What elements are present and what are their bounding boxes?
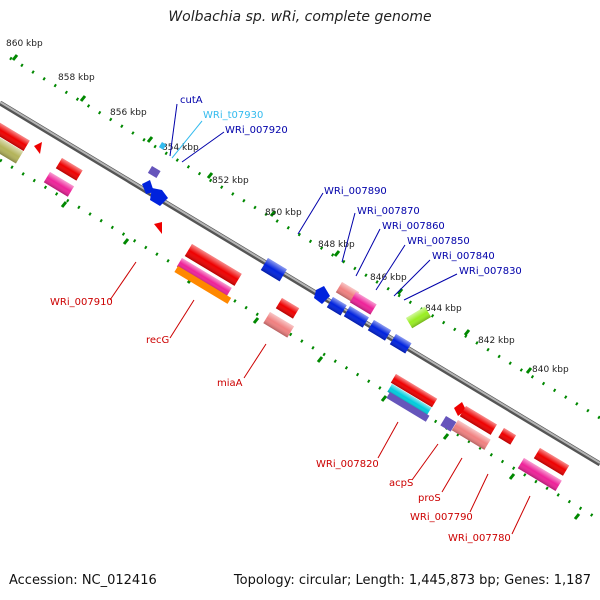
gene-780-red bbox=[533, 448, 570, 476]
gene-820-red bbox=[390, 374, 438, 408]
gene-blue-b bbox=[150, 188, 168, 206]
label-WRi_007780: WRi_007780 bbox=[448, 533, 511, 544]
gene-features bbox=[0, 118, 570, 491]
tick-label-852: 852 kbp bbox=[212, 176, 249, 186]
gene-miaA-salmon bbox=[263, 312, 295, 338]
label-WRi_007830: WRi_007830 bbox=[459, 266, 522, 277]
tick-label-858: 858 kbp bbox=[58, 73, 95, 83]
label-WRi_007910: WRi_007910 bbox=[50, 297, 113, 308]
label-WRi_007850: WRi_007850 bbox=[407, 236, 470, 247]
tick-label-860: 860 kbp bbox=[6, 39, 43, 49]
gene-820-purple bbox=[386, 392, 430, 422]
accession-text: Accession: NC_012416 bbox=[9, 573, 157, 588]
gene-790-red bbox=[498, 428, 517, 445]
label-recG: recG bbox=[146, 335, 169, 346]
leader-lines bbox=[109, 103, 531, 535]
label-WRi_007820: WRi_007820 bbox=[316, 459, 379, 470]
gene-lime bbox=[406, 306, 432, 329]
gene-left-red-1 bbox=[0, 118, 30, 151]
gene-recG-pink bbox=[176, 258, 232, 297]
label-WRi_007920: WRi_007920 bbox=[225, 125, 288, 136]
topology-text: Topology: circular; Length: 1,445,873 bp… bbox=[233, 573, 591, 588]
tick-label-850: 850 kbp bbox=[265, 208, 302, 218]
gene-red-small-2 bbox=[454, 402, 466, 416]
outer-tick-ring bbox=[9, 56, 600, 420]
gene-recG-red bbox=[184, 244, 242, 286]
gene-780-pink bbox=[517, 458, 562, 491]
tick-label-844: 844 kbp bbox=[425, 304, 462, 314]
label-WRi_007890: WRi_007890 bbox=[324, 186, 387, 197]
tick-label-840: 840 kbp bbox=[532, 365, 569, 375]
gene-left-red-arrow bbox=[34, 142, 42, 154]
label-proS: proS bbox=[418, 493, 441, 504]
label-WRi_007790: WRi_007790 bbox=[410, 512, 473, 523]
gene-left-red-2 bbox=[55, 158, 83, 181]
label-cutA: cutA bbox=[180, 95, 203, 106]
gene-blue-e bbox=[326, 297, 347, 316]
gene-blue-d bbox=[314, 286, 330, 304]
gene-cutA bbox=[147, 166, 161, 179]
label-WRi_007870: WRi_007870 bbox=[357, 206, 420, 217]
genome-backbone-highlight bbox=[0, 101, 600, 464]
label-miaA: miaA bbox=[217, 378, 243, 389]
gene-recG-orange bbox=[174, 266, 232, 304]
tick-label-856: 856 kbp bbox=[110, 108, 147, 118]
gene-left-pink bbox=[43, 172, 75, 197]
gene-pink-g bbox=[349, 292, 377, 315]
gene-acpS-purple bbox=[440, 416, 457, 432]
label-WRi_007860: WRi_007860 bbox=[382, 221, 445, 232]
tick-label-842: 842 kbp bbox=[478, 336, 515, 346]
gene-left-olive bbox=[0, 134, 24, 164]
major-ticks bbox=[11, 54, 581, 520]
gene-small-red bbox=[154, 222, 162, 234]
label-WRi_007840: WRi_007840 bbox=[432, 251, 495, 262]
gene-blue-i bbox=[389, 334, 412, 354]
tick-label-846: 846 kbp bbox=[370, 273, 407, 283]
gene-blue-f bbox=[343, 306, 369, 328]
gene-blue-a bbox=[142, 180, 154, 194]
gene-proS-salmon bbox=[451, 420, 491, 450]
gene-820-cyan bbox=[387, 384, 432, 416]
gene-blue-h bbox=[367, 320, 392, 341]
gene-proS-red bbox=[459, 406, 497, 435]
label-WRi_t07930: WRi_t07930 bbox=[203, 110, 263, 121]
label-acpS: acpS bbox=[389, 478, 413, 489]
map-title: Wolbachia sp. wRi, complete genome bbox=[168, 9, 432, 25]
gene-blue-c bbox=[260, 258, 287, 282]
gene-miaA-red bbox=[275, 298, 300, 319]
gene-trna bbox=[158, 142, 167, 150]
tick-label-848: 848 kbp bbox=[318, 240, 355, 250]
